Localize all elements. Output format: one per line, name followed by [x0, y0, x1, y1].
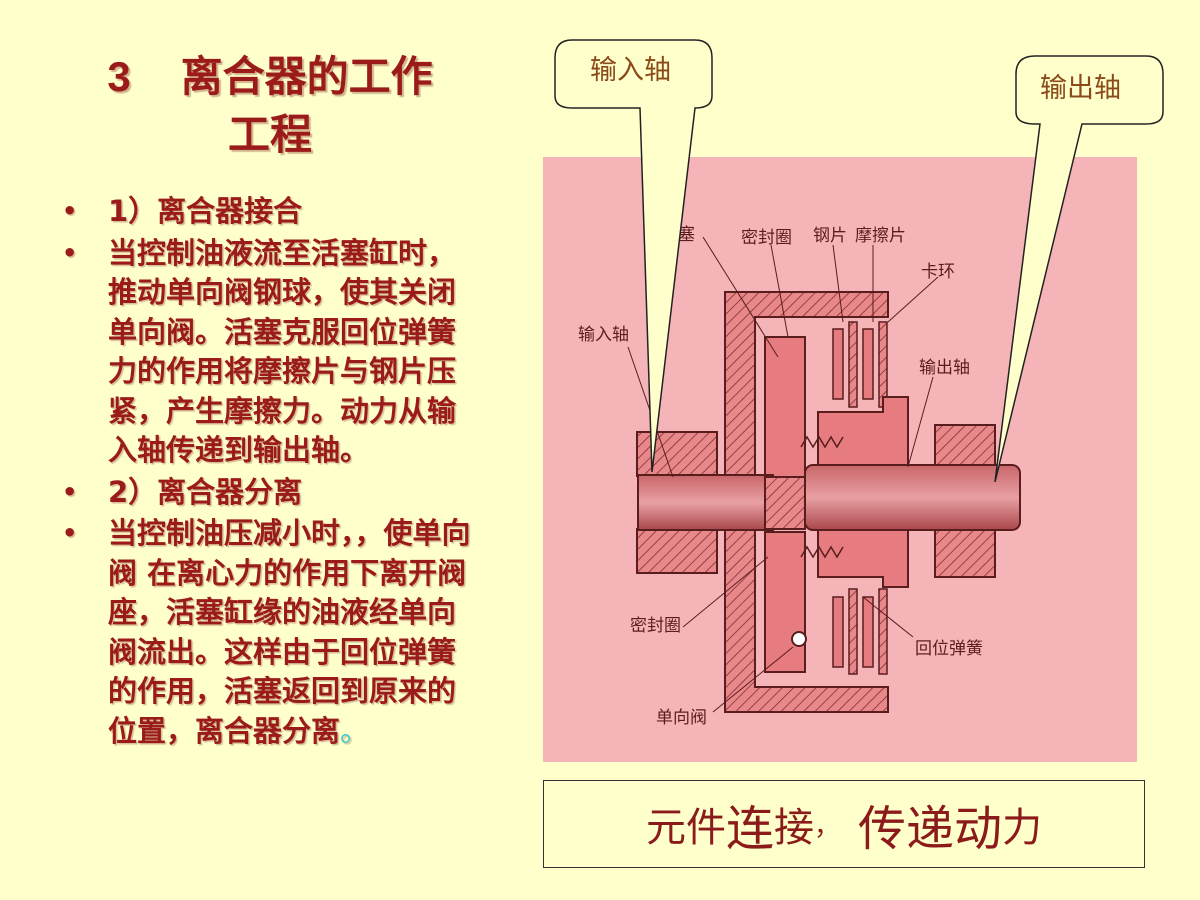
label-friction-plate: 摩擦片: [855, 226, 906, 246]
label-seal-bottom: 密封圈: [630, 616, 681, 636]
caption-part: 传递动: [858, 801, 1003, 857]
input-callout-bubble: [554, 39, 713, 473]
title-line-1: 离合器的工作: [180, 52, 433, 101]
label-return-spring: 回位弹簧: [915, 639, 983, 659]
plate-pack-icon: [832, 321, 888, 675]
slide-title: 3 离合器的工作 工程: [60, 48, 480, 164]
bullet-list: • 1）离合器接合 • 当控制油液流至活塞缸时，推动单向阀钢球，使其关闭单向阀。活塞…: [62, 192, 482, 753]
clutch-diagram: 活塞 密封圈 钢片 摩擦片 卡环 输入轴 输出轴 密封圈 回位弹簧 单向阀: [543, 157, 1137, 762]
bullet-text: 2）离合器分离: [108, 474, 303, 509]
bullet-dot-icon: •: [62, 197, 78, 225]
bullet-dot-icon: •: [62, 238, 78, 267]
caption-part: 连: [725, 801, 774, 857]
label-seal-top: 密封圈: [741, 228, 792, 248]
caption-box: 元件连接， 传递动力: [543, 780, 1145, 868]
label-check-valve: 单向阀: [656, 708, 707, 728]
bullet-dot-icon: •: [62, 519, 78, 547]
piston-icon: [764, 336, 806, 483]
title-number: 3: [107, 53, 131, 100]
bullet-item: • 1）离合器接合: [62, 192, 482, 232]
check-valve-ball-icon: [791, 631, 807, 647]
callout-input-label: 输入轴: [590, 55, 671, 86]
bullet-text: 当控制油压减小时，，使单向阀 在离心力的作用下离开阀座，活塞缸缘的油液经单向阀流…: [108, 516, 471, 748]
caption-part: 接: [773, 805, 814, 851]
label-snap-ring: 卡环: [921, 262, 955, 282]
return-spring-icon: [800, 435, 844, 559]
output-callout-bubble: [994, 55, 1164, 483]
bullet-item: • 当控制油压减小时，，使单向阀 在离心力的作用下离开阀座，活塞缸缘的油液经单向阀…: [62, 514, 482, 751]
bullet-item: • 2）离合器分离: [62, 473, 482, 513]
title-line-2: 工程: [227, 110, 312, 159]
bullet-tail: 。: [340, 713, 370, 748]
bullet-item: • 当控制油液流至活塞缸时，推动单向阀钢球，使其关闭单向阀。活塞克服回位弹簧力的作…: [62, 234, 482, 471]
bullet-text: 1）离合器接合: [108, 194, 303, 228]
label-steel-plate: 钢片: [813, 226, 847, 246]
piston-icon: [764, 531, 806, 673]
clutch-drawing: 活塞 密封圈 钢片 摩擦片 卡环 输入轴 输出轴 密封圈 回位弹簧 单向阀: [578, 225, 1021, 728]
output-shaft-icon: [804, 464, 1021, 531]
caption-part: ，: [813, 811, 840, 842]
leader-lines: [627, 236, 939, 713]
input-shaft-icon: [637, 474, 774, 531]
label-output-shaft: 输出轴: [919, 358, 970, 378]
label-input-shaft: 输入轴: [578, 325, 629, 345]
caption-part: 元件: [645, 805, 726, 851]
bullet-dot-icon: •: [62, 477, 78, 506]
clutch-drum-icon: [724, 291, 889, 713]
bullet-text: 当控制油液流至活塞缸时，推动单向阀钢球，使其关闭单向阀。活塞克服回位弹簧力的作用…: [108, 235, 457, 468]
callout-output-label: 输出轴: [1040, 73, 1121, 104]
housing-block-icon: [636, 528, 718, 574]
caption-part: 力: [1002, 805, 1043, 851]
